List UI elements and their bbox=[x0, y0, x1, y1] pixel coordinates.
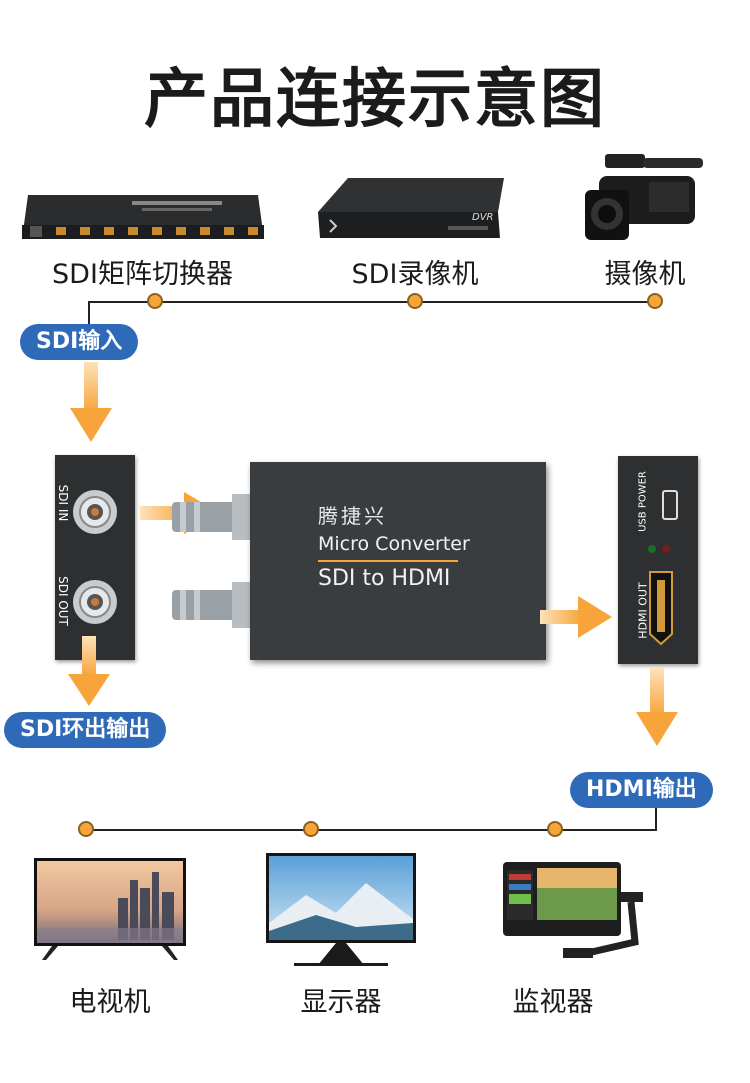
sdi-in-label: SDI IN bbox=[56, 484, 70, 522]
monitor-label: 监视器 bbox=[512, 987, 594, 1018]
converter-model: SDI to HDMI bbox=[318, 566, 451, 591]
sdi-matrix-image bbox=[22, 195, 264, 241]
sdi-recorder-label: SDI录像机 bbox=[351, 259, 479, 290]
hdmi-output-arrow bbox=[636, 668, 678, 752]
sdi-input-badge: SDI输入 bbox=[20, 324, 139, 360]
display-connector-dot bbox=[303, 821, 319, 837]
converter-to-hdmi-arrow bbox=[540, 596, 612, 642]
converter-brand: 腾捷兴 bbox=[318, 504, 387, 528]
bnc-connector-top-icon bbox=[172, 494, 252, 544]
source-bus-line bbox=[88, 301, 656, 303]
recorder-connector-dot bbox=[407, 293, 423, 309]
monitor-image bbox=[503, 862, 651, 970]
tv-image bbox=[34, 858, 186, 964]
sdi-input-arrow bbox=[70, 362, 112, 448]
tv-connector-dot bbox=[78, 821, 94, 837]
sdi-matrix-label: SDI矩阵切换器 bbox=[52, 259, 233, 290]
sdi-loop-out-badge: SDI环出输出 bbox=[4, 712, 167, 748]
matrix-connector-dot bbox=[147, 293, 163, 309]
sdi-recorder-image bbox=[318, 178, 504, 242]
camera-image bbox=[585, 152, 715, 247]
sdi-out-connector-icon bbox=[71, 578, 119, 630]
sdi-loop-arrow bbox=[68, 636, 110, 712]
page-title: 产品连接示意图 bbox=[144, 63, 606, 137]
sdi-in-connector-icon bbox=[71, 488, 119, 540]
status-led-icon bbox=[662, 545, 670, 553]
converter-divider bbox=[318, 560, 458, 562]
camera-label: 摄像机 bbox=[604, 259, 686, 290]
converter-name: Micro Converter bbox=[318, 533, 470, 555]
display-label: 显示器 bbox=[300, 987, 382, 1018]
dvr-tag: DVR bbox=[472, 212, 494, 223]
bnc-connector-bottom-icon bbox=[172, 582, 252, 632]
camera-connector-dot bbox=[647, 293, 663, 309]
monitor-connector-dot bbox=[547, 821, 563, 837]
usb-power-label: USB POWER bbox=[637, 471, 649, 532]
sdi-panel bbox=[55, 455, 135, 660]
sdi-out-label: SDI OUT bbox=[56, 576, 70, 626]
tv-label: 电视机 bbox=[69, 987, 151, 1018]
usb-port-icon bbox=[662, 490, 678, 520]
output-bus-line bbox=[86, 829, 657, 831]
source-bus-drop bbox=[88, 301, 90, 341]
hdmi-port-icon bbox=[648, 571, 674, 648]
output-bus-drop bbox=[655, 808, 657, 830]
power-led-icon bbox=[648, 545, 656, 553]
hdmi-output-badge: HDMI输出 bbox=[570, 772, 713, 808]
display-image bbox=[266, 853, 416, 973]
